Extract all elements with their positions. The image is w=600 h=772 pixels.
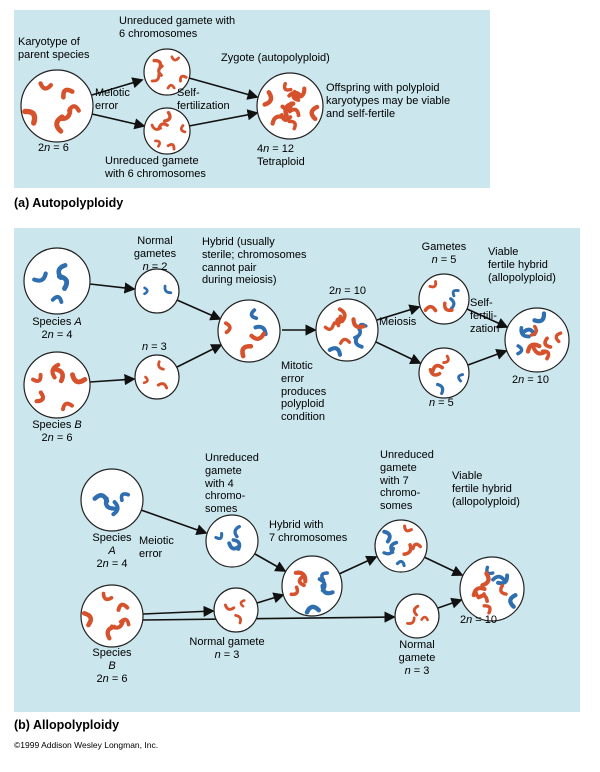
species-letter-line: A (82, 545, 142, 558)
label-viable-ploidy-r1: 2n = 10 (512, 374, 550, 386)
label-self-fertilization-b: Self- fertili- zation (470, 297, 500, 335)
species-letter: B (74, 419, 82, 431)
species-name: Species (92, 532, 132, 544)
label-meiotic-error-a: Meiotic error (95, 87, 130, 112)
label-self-fertilization-a: Self- fertilization (177, 87, 230, 112)
label-unreduced-gamete-bottom: Unreduced gamete with 6 chromosomes (105, 155, 206, 180)
species-name-line: Species A (23, 316, 91, 329)
species-letter: A (74, 316, 82, 328)
caption-autopolyploidy: (a) Autopolyploidy (14, 196, 124, 210)
copyright-text: ©1999 Addison Wesley Longman, Inc. (14, 740, 159, 750)
label-zygote-ploidy: 4n = 12 (257, 143, 295, 155)
label-meiotic-error-b: Meiotic error (139, 535, 174, 560)
species-name: Species (32, 419, 72, 431)
label-math: 2n = 6 (96, 672, 128, 685)
label-offspring-note: Offspring with polyploid karyotypes may … (326, 82, 451, 120)
label-viable-ploidy-r2: 2n = 10 (460, 614, 498, 626)
label-karyotype-parent: Karyotype of parent species (18, 36, 90, 61)
label-meiosis: Meiosis (379, 316, 417, 328)
label-math: 2n = 4 (41, 328, 73, 341)
label-viable-hybrid-r2: Viable fertile hybrid (allopolyploid) (452, 470, 520, 508)
species-name: Species (32, 316, 72, 328)
label-viable-hybrid-r1: Viable fertile hybrid (allopolyploid) (488, 246, 556, 284)
species-letter: A (108, 544, 116, 557)
label-tetraploid: Tetraploid (257, 156, 305, 168)
label-text: Normal gametes (133, 235, 177, 260)
species-letter-line: B (82, 660, 142, 673)
label-hybrid-7: Hybrid with 7 chromosomes (269, 519, 348, 544)
label-text: Gametes (421, 241, 467, 253)
label-gamete-b-n3: n = 3 (142, 341, 167, 353)
label-gamete-bottom-n5: n = 5 (429, 397, 454, 409)
label-zygote: Zygote (autopolyploid) (221, 52, 330, 64)
species-letter: B (108, 659, 116, 672)
label-math: n = 3 (214, 648, 240, 661)
label-math: 2n = 4 (96, 557, 128, 570)
label-polyploid-ploidy: 2n = 10 (329, 285, 367, 297)
label-math: 2n = 6 (41, 431, 73, 444)
label-text: Normal gamete (189, 636, 265, 648)
label-parent-ploidy: 2n = 6 (38, 142, 69, 154)
species-name: Species (92, 647, 132, 659)
label-math: n = 3 (404, 664, 430, 677)
species-name-line: Species B (23, 419, 91, 432)
label-unreduced-4: Unreduced gamete with 4 chromo- somes (205, 452, 259, 515)
label-text: Normal gamete (398, 639, 436, 664)
label-hybrid-note: Hybrid (usually sterile; chromosomes can… (202, 236, 307, 287)
label-unreduced-gamete-top: Unreduced gamete with 6 chromosomes (119, 15, 236, 40)
label-math: n = 2 (142, 260, 168, 273)
label-unreduced-7: Unreduced gamete with 7 chromo- somes (380, 449, 434, 512)
caption-allopolyploidy: (b) Allopolyploidy (14, 718, 120, 732)
label-math: n = 5 (431, 253, 457, 266)
label-mitotic-error: Mitotic error produces polyploid conditi… (281, 360, 327, 423)
